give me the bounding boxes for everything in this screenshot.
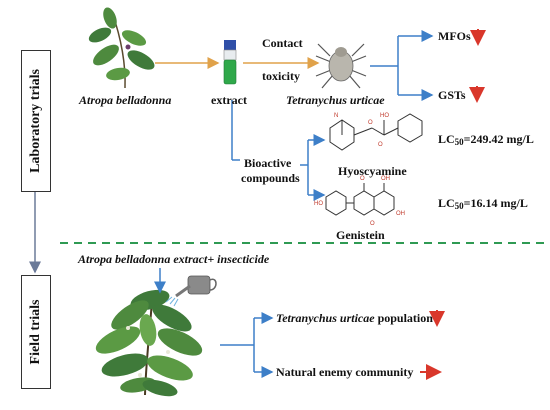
laboratory-trials-label: Laboratory trials	[21, 50, 51, 192]
hyoscyamine-structure	[329, 113, 423, 151]
treatment-label: Atropa belladonna extract+ insecticide	[78, 252, 270, 266]
svg-text:OH: OH	[396, 211, 405, 217]
genistein-label: Genistein	[336, 228, 385, 242]
svg-text:O: O	[370, 221, 375, 227]
molecule-atom-labels: N O HO O HO O OH O OH	[314, 113, 405, 227]
lc-subscript: 50	[454, 201, 464, 211]
svg-text:O: O	[368, 120, 373, 126]
population-species: Tetranychus urticae	[276, 311, 375, 325]
svg-text:HO: HO	[380, 113, 389, 119]
svg-text:O: O	[378, 142, 383, 148]
svg-text:HO: HO	[314, 201, 323, 207]
hyoscyamine-label: Hyoscyamine	[338, 164, 407, 178]
plant-name-label: Atropa belladonna	[79, 93, 172, 107]
belladonna-plant-illustration	[88, 7, 155, 89]
population-suffix: population	[374, 311, 433, 325]
hyoscyamine-lc50: LC50=249.42 mg/L	[438, 133, 534, 147]
field-result-population: Tetranychus urticae population	[276, 312, 433, 324]
compound-connectors	[231, 100, 326, 201]
laboratory-trials-text: Laboratory trials	[28, 69, 43, 173]
field-results-bracket	[220, 312, 274, 378]
lc-value: =249.42 mg/L	[463, 132, 534, 146]
mite-name-label: Tetranychus urticae	[286, 93, 385, 107]
field-trials-label: Field trials	[21, 275, 51, 389]
genistein-lc50: LC50=16.14 mg/L	[438, 197, 528, 211]
lc-prefix: LC	[438, 132, 455, 146]
svg-text:N: N	[334, 113, 338, 119]
field-result-community: Natural enemy community	[276, 365, 414, 379]
lc-value: =16.14 mg/L	[463, 196, 528, 210]
watering-can-icon	[165, 275, 217, 307]
spider-mite-illustration	[315, 43, 367, 89]
svg-text:O: O	[360, 176, 365, 182]
bioactive-line2: compounds	[241, 171, 300, 185]
enzyme-bracket	[370, 30, 434, 101]
extract-label: extract	[211, 93, 247, 107]
lc-prefix: LC	[438, 196, 455, 210]
mfos-label: MFOs	[438, 29, 471, 43]
bioactive-line1: Bioactive	[244, 156, 292, 170]
field-plant-illustration	[95, 289, 203, 397]
genistein-structure	[325, 183, 395, 216]
lc-subscript: 50	[454, 137, 464, 147]
gsts-label: GSTs	[438, 88, 466, 102]
extract-vial-icon	[223, 40, 237, 85]
field-trials-text: Field trials	[28, 299, 43, 365]
contact-toxicity-line2: toxicity	[262, 69, 300, 83]
contact-toxicity-line1: Contact	[262, 36, 303, 50]
svg-text:OH: OH	[381, 176, 390, 182]
